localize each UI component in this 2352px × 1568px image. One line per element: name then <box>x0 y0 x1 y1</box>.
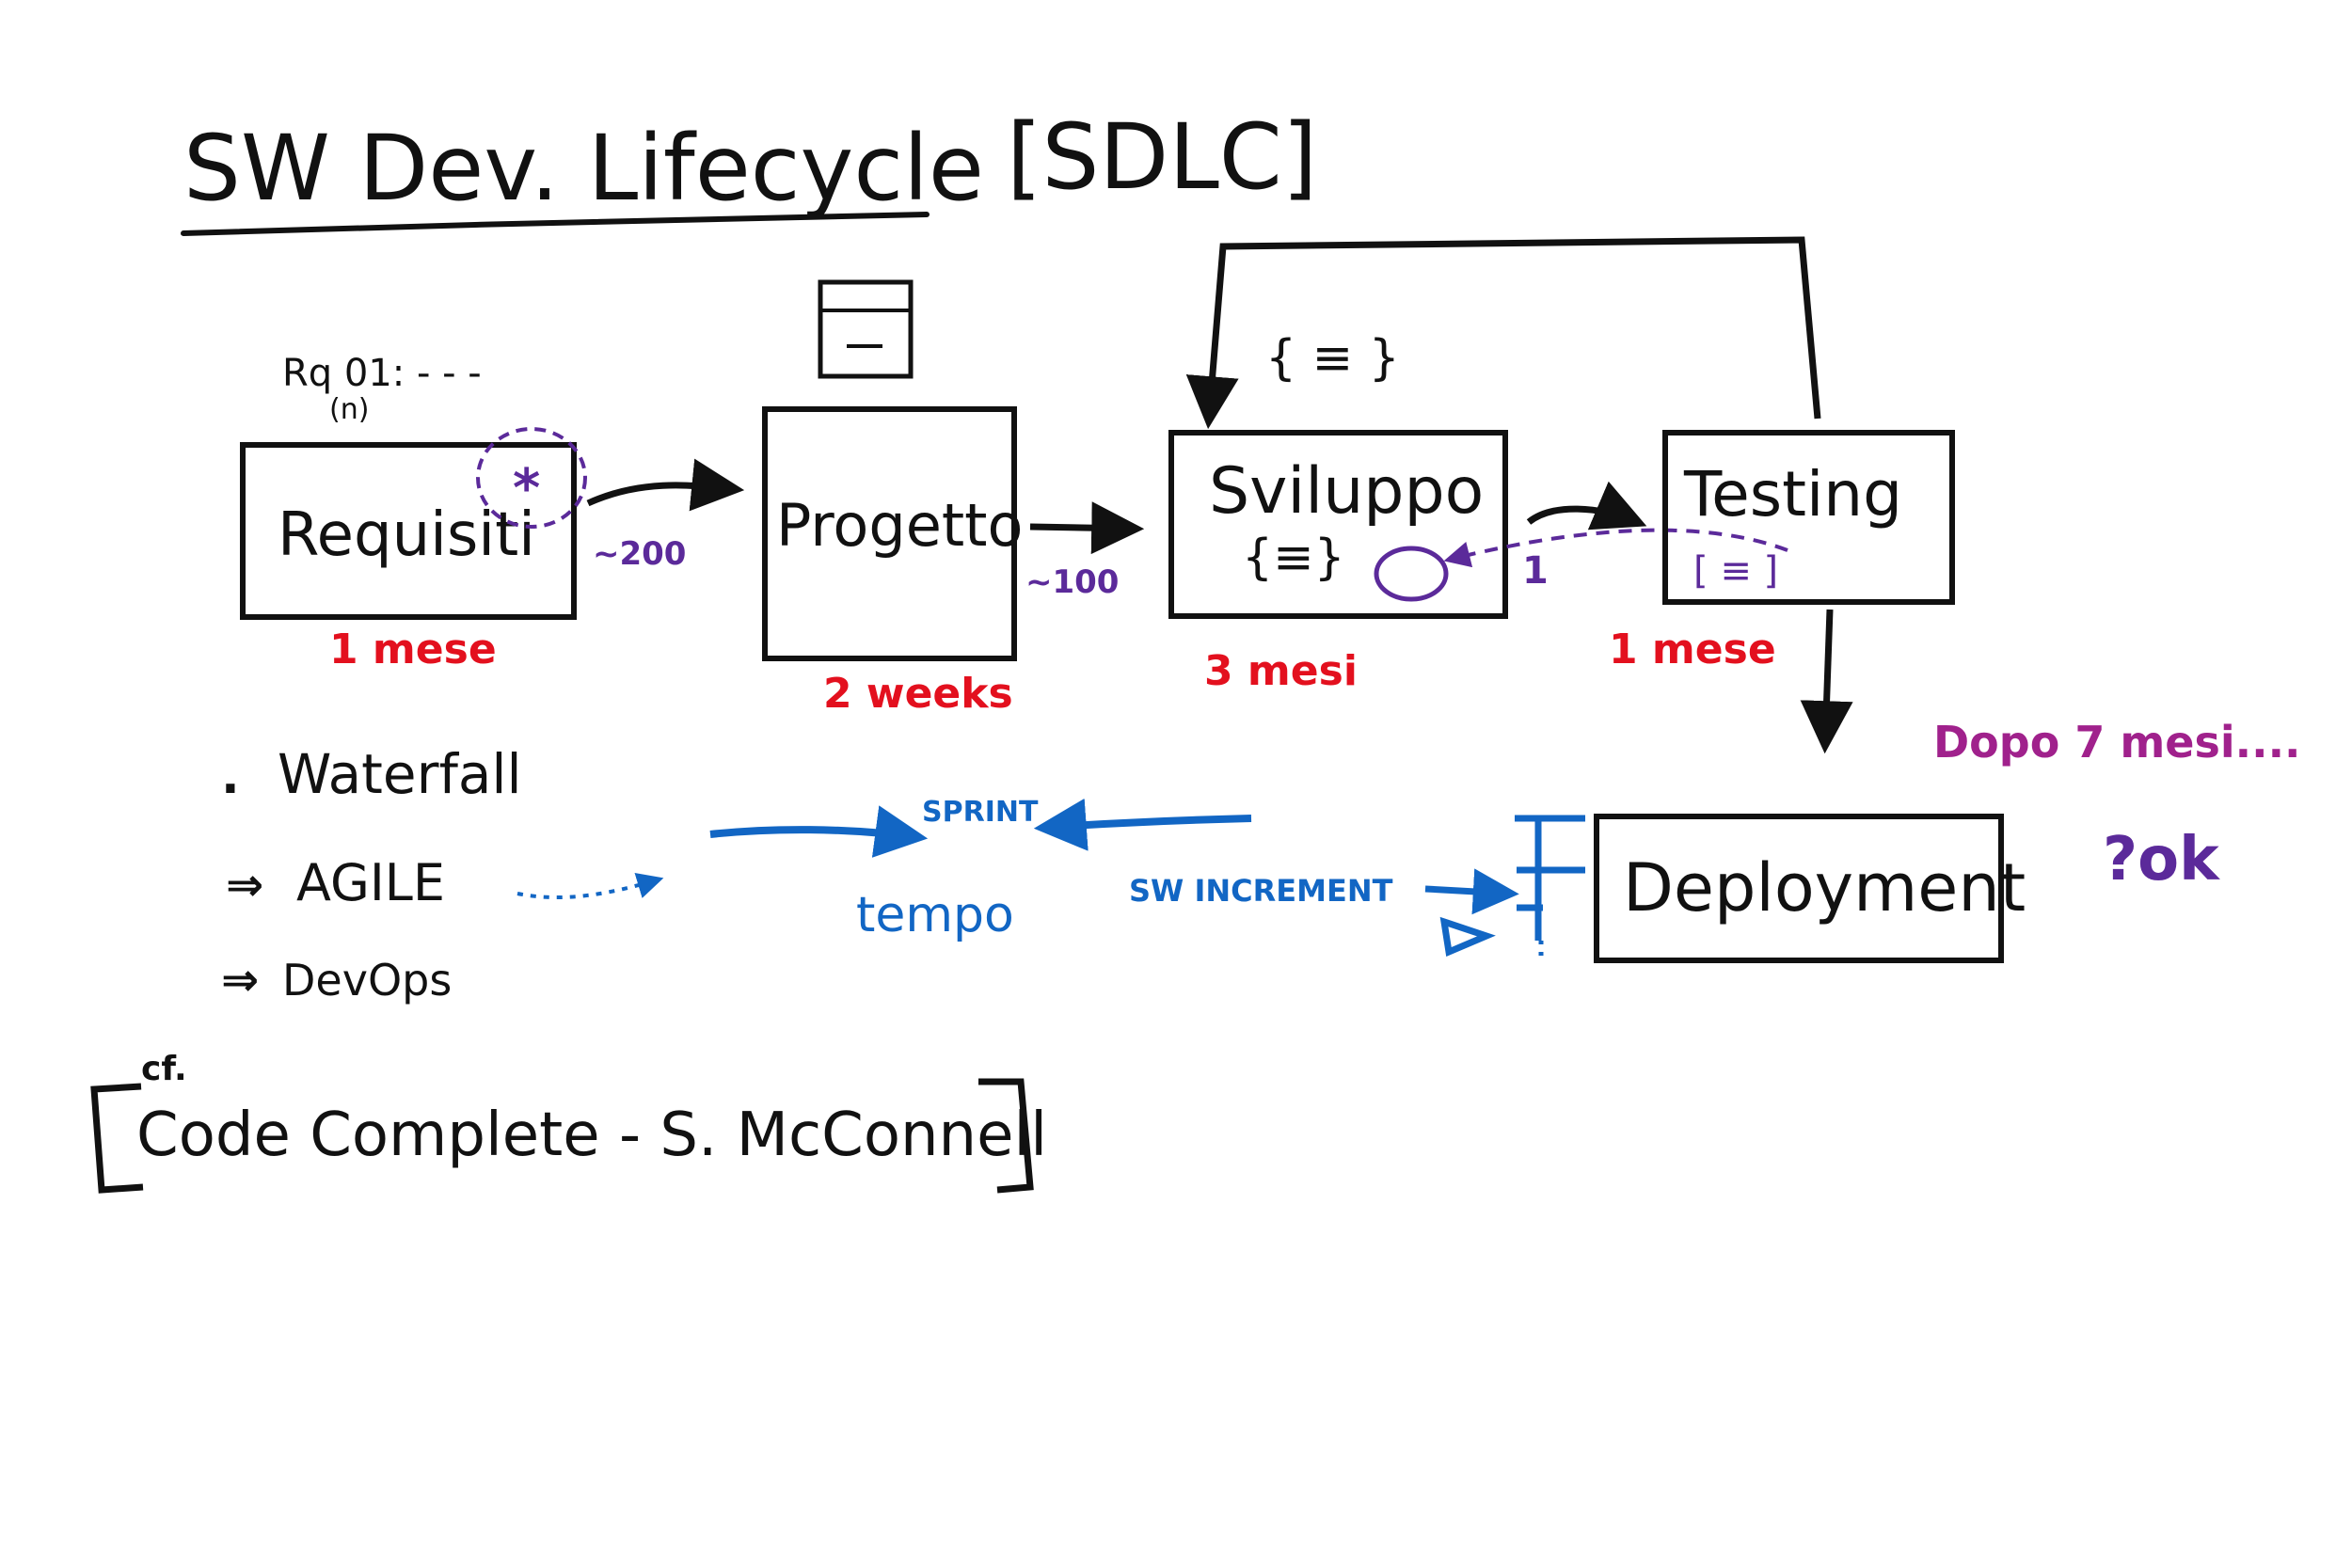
arrow-test-to-deploy <box>1800 609 1853 754</box>
reference-text: Code Complete - S. McConnell <box>136 1101 1047 1170</box>
arrow-prog-to-dev <box>1029 501 1145 555</box>
title-tag: [SDLC] <box>1007 104 1317 210</box>
tempo-label: tempo <box>856 887 1014 943</box>
increment-marker <box>1439 916 1496 957</box>
testing-code: [ ≡ ] <box>1693 549 1778 593</box>
method-bullet-agile: ⇒ <box>226 859 263 911</box>
testing-duration: 1 mese <box>1609 626 1776 673</box>
method-devops: DevOps <box>282 955 452 1006</box>
sviluppo-code: {≡} <box>1242 530 1345 586</box>
progetto-box <box>762 406 1017 661</box>
requisiti-duration: 1 mese <box>329 626 497 673</box>
arrow-dev-to-test <box>1526 481 1647 531</box>
testing-box <box>1662 430 1955 605</box>
sviluppo-box <box>1168 430 1508 619</box>
requisiti-mark: * <box>513 458 540 519</box>
bug-link-arrow <box>1443 528 1788 568</box>
feedback-loop-arrow <box>1185 236 1821 430</box>
arrow-req-to-prog <box>586 458 745 512</box>
ok-note: ?ok <box>2103 825 2220 895</box>
requisiti-box <box>240 442 577 620</box>
reference-bracket-right <box>978 1078 1034 1194</box>
increment-bracket <box>1515 815 1585 941</box>
diagram-title: SW Dev. Lifecycle <box>183 116 984 221</box>
sviluppo-label: Sviluppo <box>1209 454 1484 529</box>
sprint-arrow-in <box>709 805 929 858</box>
deployment-box <box>1594 814 2004 963</box>
requirement-note: Rq 01: - - - <box>282 352 482 395</box>
increment-arrow <box>1424 868 1519 915</box>
method-waterfall: Waterfall <box>278 742 522 806</box>
document-icon <box>818 279 914 379</box>
reference-bracket-left <box>90 1083 144 1194</box>
requisiti-label: Requisiti <box>278 500 535 570</box>
sprint-arrow-back <box>1033 798 1252 851</box>
method-bullet-devops: ⇒ <box>221 954 259 1006</box>
sprint-label: SPRINT <box>922 796 1039 829</box>
reference-prefix: cf. <box>141 1050 187 1088</box>
testing-label: Testing <box>1683 458 1902 531</box>
method-bullet-waterfall: . <box>221 749 240 805</box>
requisiti-highlight <box>476 427 587 529</box>
agile-dotted-arrow <box>516 873 664 899</box>
progetto-duration: 2 weeks <box>823 670 1013 718</box>
loop-code: { ≡ } <box>1265 330 1400 387</box>
deployment-label: Deployment <box>1623 849 2026 927</box>
sviluppo-highlight <box>1374 546 1449 602</box>
progetto-label: Progetto <box>776 491 1023 560</box>
count-prog-to-dev: ~100 <box>1025 563 1119 601</box>
count-req-to-prog: ~200 <box>593 535 686 573</box>
requirement-note-sub: (n) <box>329 393 369 426</box>
after-note: Dopo 7 mesi.... <box>1933 717 2301 768</box>
sw-increment-label: SW INCREMENT <box>1129 873 1393 909</box>
title-underline <box>181 212 930 236</box>
method-agile: AGILE <box>296 853 445 912</box>
count-dev-to-test: 1 <box>1522 549 1549 593</box>
sviluppo-duration: 3 mesi <box>1204 647 1358 695</box>
